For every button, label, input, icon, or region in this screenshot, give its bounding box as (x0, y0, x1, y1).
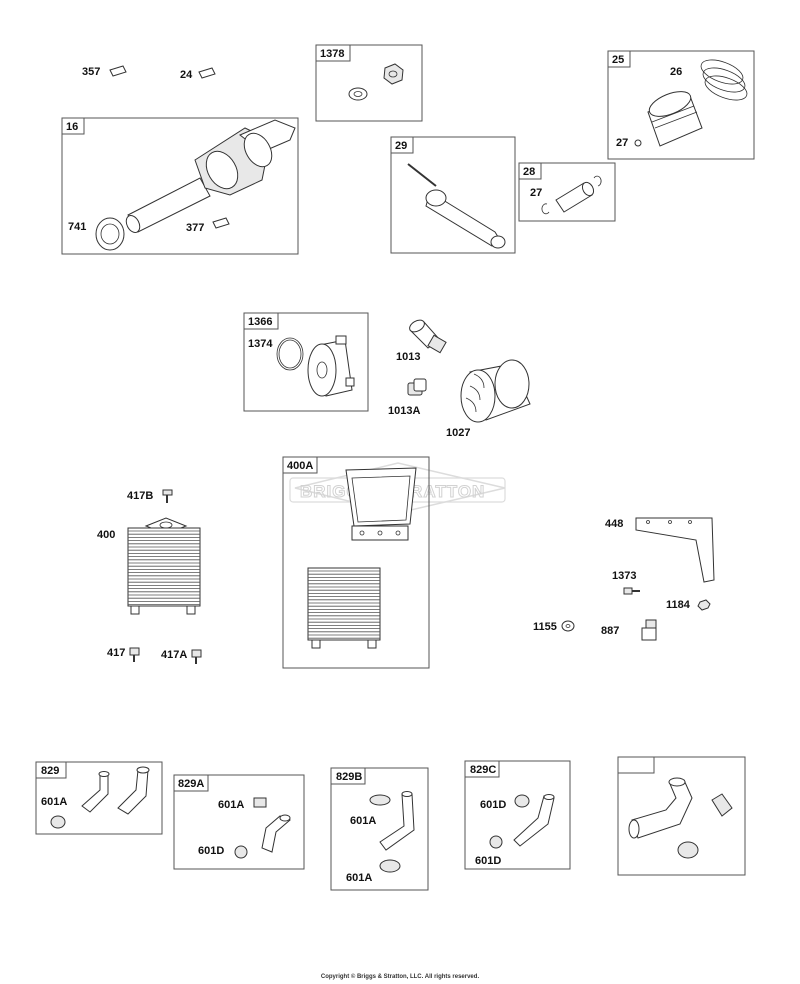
fitting-1013: 1013 (396, 319, 447, 363)
label-400: 400 (97, 529, 115, 541)
label-829b: 829B (336, 771, 362, 783)
label-29: 29 (395, 140, 407, 152)
copyright-notice: Copyright © Briggs & Stratton, LLC. All … (320, 974, 480, 980)
label-601a-829: 601A (41, 796, 67, 808)
label-1373: 1373 (612, 570, 636, 582)
label-400a: 400A (287, 460, 313, 472)
box-28: 28 27 (518, 162, 616, 222)
box-829d (617, 756, 746, 876)
box-16: 16 741 377 (61, 117, 299, 255)
oil-filter-1027: 1027 (446, 359, 531, 439)
label-1155: 1155 (533, 621, 557, 633)
label-1013: 1013 (396, 351, 420, 363)
label-1027: 1027 (446, 427, 470, 439)
box-400a: 400A (282, 456, 430, 669)
label-741: 741 (68, 221, 86, 233)
label-601d-829a: 601D (198, 845, 224, 857)
label-26: 26 (670, 66, 682, 78)
label-829a: 829A (178, 778, 204, 790)
label-601a-829b-1: 601A (350, 815, 376, 827)
label-601a-829a: 601A (218, 799, 244, 811)
label-1378: 1378 (320, 48, 344, 60)
label-377: 377 (186, 222, 204, 234)
screw-1373: 1373 (612, 570, 640, 595)
key-24: 24 (180, 67, 216, 81)
box-25: 25 26 27 (607, 50, 755, 160)
label-417: 417 (107, 647, 125, 659)
bolt-417b: 417B (127, 489, 173, 503)
label-27-piston: 27 (616, 137, 628, 149)
bolt-417a: 417A (161, 649, 202, 664)
box-829c: 829C 601D 601D (464, 760, 571, 870)
box-829b: 829B 601A 601A (330, 767, 429, 891)
shroud-448: 448 (605, 517, 715, 583)
label-601a-829b-2: 601A (346, 872, 372, 884)
label-448: 448 (605, 518, 623, 530)
box-829a: 829A 601A 601D (173, 774, 305, 870)
label-887: 887 (601, 625, 619, 637)
nut-1184: 1184 (666, 599, 711, 611)
fitting-1013a: 1013A (388, 378, 427, 417)
label-829c: 829C (470, 764, 496, 776)
key-357: 357 (82, 65, 127, 78)
label-1374: 1374 (248, 338, 273, 350)
label-27-pin: 27 (530, 187, 542, 199)
label-25: 25 (612, 54, 624, 66)
label-829: 829 (41, 765, 59, 777)
box-29: 29 (390, 136, 516, 254)
box-829: 829 601A (35, 761, 163, 835)
bolt-417: 417 (107, 647, 140, 662)
label-16: 16 (66, 121, 78, 133)
box-1366: 1366 1374 (243, 312, 369, 412)
label-28: 28 (523, 166, 535, 178)
label-1013a: 1013A (388, 405, 420, 417)
label-601d-829c-1: 601D (480, 799, 506, 811)
box-1378: 1378 (315, 44, 423, 122)
label-24: 24 (180, 69, 193, 81)
oil-cooler-400: 400 (97, 517, 201, 615)
stud-887: 887 (601, 619, 657, 641)
washer-1155: 1155 (533, 620, 575, 633)
label-417a: 417A (161, 649, 187, 661)
label-357: 357 (82, 66, 100, 78)
label-601d-829c-2: 601D (475, 855, 501, 867)
label-1366: 1366 (248, 316, 272, 328)
label-1184: 1184 (666, 599, 691, 611)
label-417b: 417B (127, 490, 153, 502)
